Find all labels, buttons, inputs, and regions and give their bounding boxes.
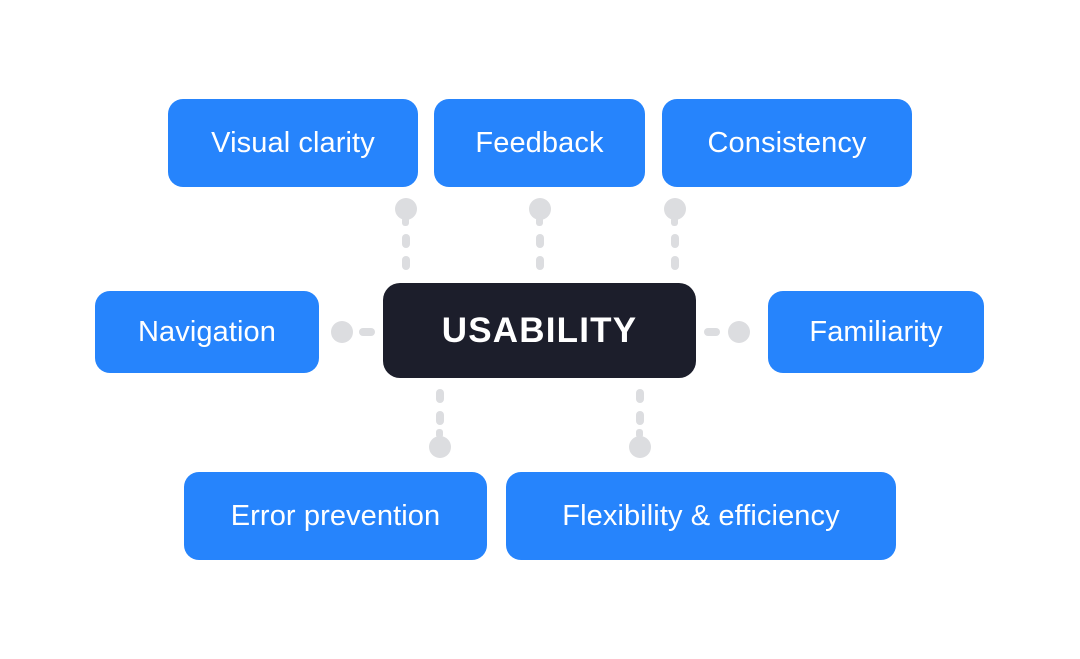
connector-tail-icon	[671, 217, 678, 226]
connector-dot-icon	[629, 436, 651, 458]
node-flexibility-efficiency[interactable]: Flexibility & efficiency	[506, 472, 896, 560]
node-label: Feedback	[475, 126, 604, 159]
connector-dash-icon	[636, 389, 644, 403]
connector-dot-icon	[395, 198, 417, 220]
node-label: Navigation	[137, 315, 277, 348]
connector-dash-icon	[671, 234, 679, 248]
connector-dash-icon	[536, 256, 544, 270]
connector-feedback	[528, 198, 552, 276]
connector-tail-icon	[636, 429, 643, 438]
connector-dot-icon	[664, 198, 686, 220]
connector-dash-icon	[704, 328, 720, 336]
node-label: Visual clarity	[211, 126, 375, 159]
connector-tail-icon	[536, 217, 543, 226]
connector-dot-icon	[331, 321, 353, 343]
connector-dash-icon	[536, 234, 544, 248]
connector-visual-clarity	[394, 198, 418, 276]
node-label: Consistency	[707, 126, 867, 159]
node-error-prevention[interactable]: Error prevention	[184, 472, 487, 560]
node-familiarity[interactable]: Familiarity	[768, 291, 984, 373]
connector-tail-icon	[436, 429, 443, 438]
node-label: Error prevention	[230, 499, 441, 532]
node-label: Flexibility & efficiency	[562, 499, 840, 532]
center-label: USABILITY	[441, 311, 638, 350]
node-visual-clarity[interactable]: Visual clarity	[168, 99, 418, 187]
connector-consistency	[663, 198, 687, 276]
connector-dash-icon	[402, 256, 410, 270]
connector-dash-icon	[436, 389, 444, 403]
node-label: Familiarity	[809, 315, 943, 348]
node-consistency[interactable]: Consistency	[662, 99, 912, 187]
node-feedback[interactable]: Feedback	[434, 99, 645, 187]
connector-dash-icon	[671, 256, 679, 270]
connector-familiarity	[704, 320, 750, 344]
connector-dash-icon	[436, 411, 444, 425]
connector-dash-icon	[636, 411, 644, 425]
connector-dot-icon	[529, 198, 551, 220]
connector-dot-icon	[429, 436, 451, 458]
connector-tail-icon	[402, 217, 409, 226]
connector-error-prevention	[428, 389, 452, 467]
connector-navigation	[331, 320, 377, 344]
connector-dash-icon	[402, 234, 410, 248]
connector-dot-icon	[728, 321, 750, 343]
node-usability-center[interactable]: USABILITY	[383, 283, 696, 378]
node-navigation[interactable]: Navigation	[95, 291, 319, 373]
connector-flexibility	[628, 389, 652, 467]
connector-dash-icon	[359, 328, 375, 336]
